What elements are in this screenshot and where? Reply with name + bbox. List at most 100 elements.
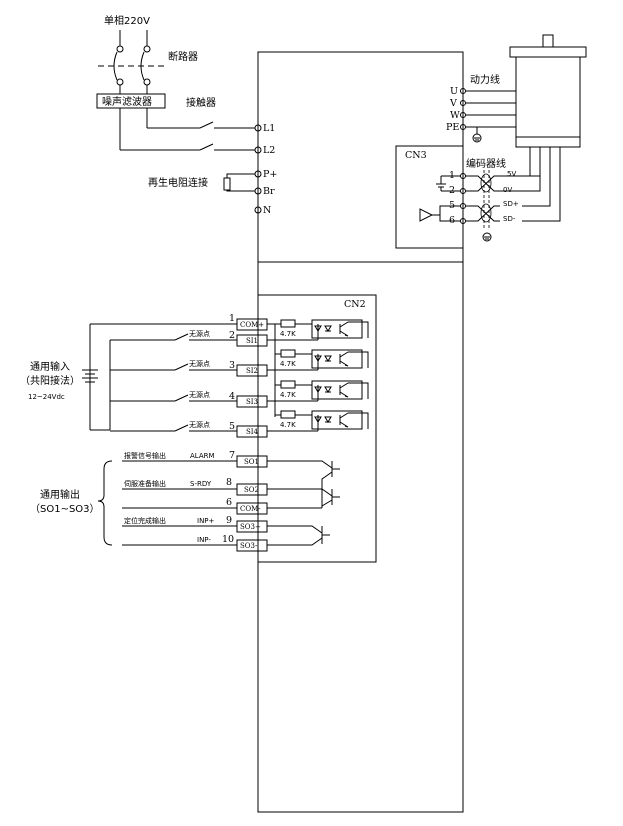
terminal	[460, 112, 466, 118]
out-code-so3-plus: INP+	[197, 517, 215, 525]
phase-u-label: U	[450, 86, 458, 97]
cn2-name-si1: SI1	[246, 337, 258, 345]
input-resistor-3	[280, 380, 296, 389]
input-resistor-1	[280, 319, 296, 328]
input-switch-4: 无源点	[110, 420, 237, 432]
enc-signal-5v: 5V	[507, 170, 516, 178]
opto-transistor	[339, 412, 349, 428]
wire	[267, 460, 333, 469]
out-code-so1: ALARM	[190, 452, 215, 460]
resistor-label-3: 4.7K	[280, 391, 296, 399]
noise-filter-label: 噪声滤波器	[102, 95, 152, 108]
resistor-label-4: 4.7K	[280, 421, 296, 429]
cn2-pin-10: 10	[222, 534, 234, 545]
phase-w-label: W	[450, 110, 460, 121]
cn3-title: CN3	[405, 150, 427, 161]
wire	[226, 173, 255, 178]
terminal-l2	[254, 146, 262, 154]
output-transistor-so3	[267, 525, 330, 546]
input-switch-2: 无源点	[110, 359, 237, 371]
breaker-contact-top-2	[143, 45, 151, 53]
cn2-pin-6: 6	[226, 497, 232, 508]
out-code-so3-minus: INP-	[197, 536, 211, 544]
terminal	[460, 100, 466, 106]
noise-filter-box	[96, 93, 166, 109]
input-resistor-4	[280, 410, 296, 419]
wire	[321, 471, 333, 508]
phase-v-label: V	[449, 98, 457, 109]
wire	[174, 424, 189, 432]
contact-label-3: 无源点	[189, 390, 210, 399]
contactor-label: 接触器	[186, 96, 216, 109]
phase-pe-label: PE	[446, 122, 459, 133]
wire	[267, 525, 323, 534]
line-driver-icon	[419, 208, 434, 222]
cn2-name-si2: SI2	[246, 367, 258, 375]
wire	[348, 351, 369, 368]
contact-label-1: 无源点	[189, 329, 210, 338]
terminal	[460, 124, 466, 130]
terminal	[460, 88, 466, 94]
wire	[348, 412, 369, 429]
optocoupler-1	[311, 319, 363, 339]
cn2-title: CN2	[344, 299, 366, 310]
resistor-label-1: 4.7K	[280, 330, 296, 338]
wire	[522, 147, 551, 207]
wire	[174, 363, 189, 371]
out-code-so2: S-RDY	[190, 480, 212, 488]
wire	[432, 205, 460, 216]
power-line-label: 动力线	[470, 73, 500, 86]
input-channel-4: 4.7K	[267, 410, 369, 432]
terminal-n	[254, 206, 262, 214]
out-desc-so3: 定位完成输出	[124, 516, 166, 525]
optocoupler-2	[311, 349, 363, 369]
wire	[517, 147, 541, 192]
cn2-name-so2: SO2	[244, 486, 259, 494]
out-desc-so1: 报警信号输出	[124, 451, 166, 460]
cn2-pin-8: 8	[226, 477, 232, 488]
breaker-label: 断路器	[168, 50, 198, 63]
cn2-name-so3-minus: SO3-	[240, 542, 258, 550]
motor-encoder-cap	[515, 136, 581, 148]
input-group-voltage: 12~24Vdc	[28, 393, 65, 401]
cn2-pin-5: 5	[229, 421, 235, 432]
contact-label-4: 无源点	[189, 420, 210, 429]
cn2-box	[257, 294, 377, 563]
wire	[321, 499, 333, 508]
input-channel-2: 4.7K	[267, 349, 369, 371]
resistor-label-2: 4.7K	[280, 360, 296, 368]
cn2-name-so1: SO1	[244, 458, 259, 466]
opto-diode	[314, 385, 332, 395]
wire	[517, 147, 531, 177]
opto-diode	[314, 415, 332, 425]
breaker-contact-top-1	[116, 45, 124, 53]
terminal	[460, 188, 466, 194]
output-group-range: （SO1~SO3）	[30, 503, 100, 515]
output-transistor-so2	[267, 488, 340, 508]
cn2-pin-3: 3	[229, 360, 235, 371]
cn2-pin-9: 9	[226, 515, 232, 526]
motor-shaft	[542, 34, 554, 48]
cn2-name-com-minus: COM-	[240, 505, 261, 513]
cn2-name-si3: SI3	[246, 398, 258, 406]
twist-marker	[480, 173, 492, 193]
motor-body	[515, 56, 581, 138]
breaker-contact-bottom-1	[116, 78, 124, 86]
opto-transistor	[339, 382, 349, 398]
cn2-pin-2: 2	[229, 330, 235, 341]
cn2-name-so3-plus: SO3+	[240, 523, 261, 531]
wire	[348, 382, 369, 399]
input-group-title: 通用输入	[30, 360, 70, 373]
output-transistor-so1	[267, 460, 340, 508]
terminal-label-l2: L2	[263, 145, 275, 156]
cn2-pin-1: 1	[229, 313, 235, 324]
input-channel-1: 4.7K	[267, 319, 369, 341]
opto-transistor	[339, 351, 349, 367]
servo-drive-outline	[257, 51, 464, 813]
enc-signal-sd-minus: SD-	[503, 215, 516, 223]
terminal	[460, 203, 466, 209]
wire	[466, 205, 500, 222]
output-brace	[97, 460, 113, 546]
output-group-title: 通用输出	[40, 488, 80, 501]
